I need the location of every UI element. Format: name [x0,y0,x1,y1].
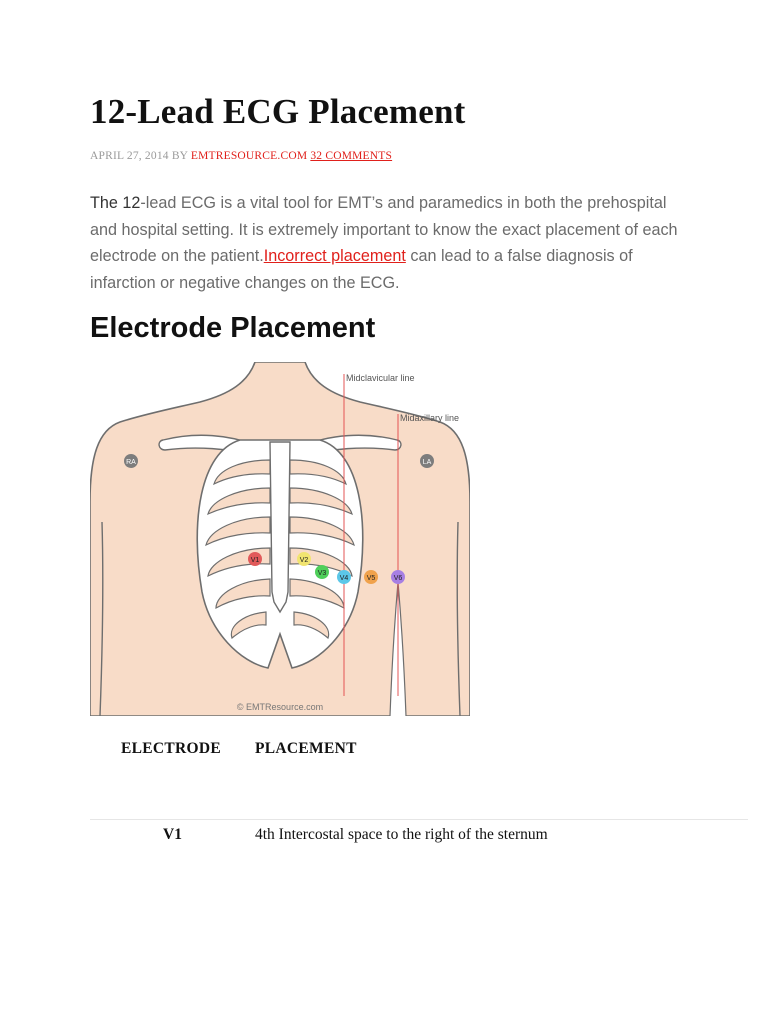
v3-electrode: V3 [315,565,329,579]
author-link[interactable]: EMTRESOURCE.COM [190,150,308,162]
svg-text:V4: V4 [340,575,349,582]
sternum [269,441,291,614]
post-date: APRIL 27, 2014 [90,150,169,162]
electrode-column-header: ELECTRODE [121,740,222,757]
svg-text:V5: V5 [367,575,376,582]
post-by: BY [171,150,188,162]
intro-text-1: -lead ECG is a vital tool for EMT’s and … [90,194,678,265]
ra-electrode: RA [124,454,138,468]
midclavicular-label: Midclavicular line [346,373,415,383]
svg-text:V6: V6 [394,575,403,582]
v1-electrode: V1 [248,552,262,566]
post-meta: APRIL 27, 2014 BY EMTRESOURCE.COM 32 COM… [90,150,392,162]
svg-text:RA: RA [126,459,136,466]
midaxillary-label: Midaxillary line [400,413,459,423]
placement-column-header: PLACEMENT [255,740,357,757]
section-heading: Electrode Placement [90,312,376,344]
intro-lead: The 12 [90,194,141,212]
intro-paragraph: The 12-lead ECG is a vital tool for EMT’… [90,190,690,296]
svg-text:V3: V3 [318,570,327,577]
left-arm-crease [456,521,461,716]
intro-text-2: can lead to a false diagnosis of infarct… [90,247,633,292]
table-row-placement: 4th Intercostal space to the right of th… [255,826,548,843]
intercostal-spaces [205,459,355,640]
svg-text:V1: V1 [251,557,260,564]
right-arm-crease [99,521,104,716]
v2-electrode: V2 [297,552,311,566]
la-electrode: LA [420,454,434,468]
article-title: 12-Lead ECG Placement [90,92,466,131]
v6-electrode: V6 [391,570,405,584]
incorrect-placement-link[interactable]: Incorrect placement [263,247,406,265]
svg-text:V2: V2 [300,557,309,564]
svg-text:LA: LA [423,459,432,466]
table-row-electrode: V1 [163,826,182,843]
electrode-placement-diagram: Midclavicular line Midaxillary line RA L… [90,362,470,716]
v4-electrode: V4 [337,570,351,584]
v5-electrode: V5 [364,570,378,584]
comments-link[interactable]: 32 COMMENTS [310,150,393,162]
diagram-credit: © EMTResource.com [237,702,323,712]
table-divider [90,819,748,820]
